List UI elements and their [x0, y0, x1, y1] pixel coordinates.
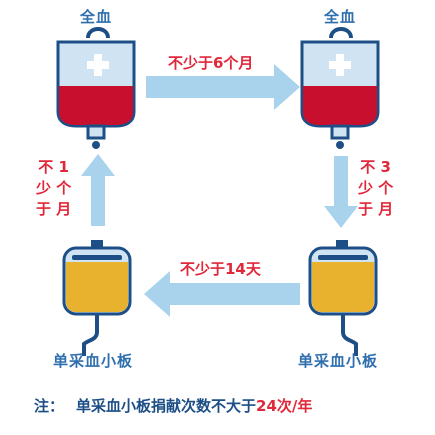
bag-label-platelet-left: 单采血小板: [53, 352, 134, 370]
interval-label-left: 不 1 少 个 于 月: [36, 158, 72, 218]
footnote: 注： 单采血小板捐献次数不大于24次/年: [34, 395, 312, 416]
footnote-text: 单采血小板捐献次数不大于: [76, 397, 257, 415]
footnote-prefix: 注：: [34, 397, 65, 415]
bag-label-whole-blood-left: 全血: [80, 8, 113, 26]
arrow-down-right: [324, 156, 358, 228]
arrow-left-bottom: [144, 271, 300, 317]
arrow-right-top: [146, 64, 300, 110]
arrow-up-left: [81, 154, 115, 226]
interval-label-right: 不 3 少 个 于 月: [358, 158, 394, 218]
platelet-bag-left: [62, 240, 132, 356]
platelet-bag-right: [308, 240, 378, 356]
interval-label-bottom: 不少于14天: [180, 260, 261, 278]
bag-label-platelet-right: 单采血小板: [298, 352, 379, 370]
bag-label-whole-blood-right: 全血: [324, 8, 357, 26]
footnote-highlight: 24次/年: [256, 397, 313, 415]
interval-label-top: 不少于6个月: [168, 54, 254, 72]
whole-blood-bag-right: [300, 27, 380, 149]
whole-blood-bag-left: [56, 27, 136, 149]
